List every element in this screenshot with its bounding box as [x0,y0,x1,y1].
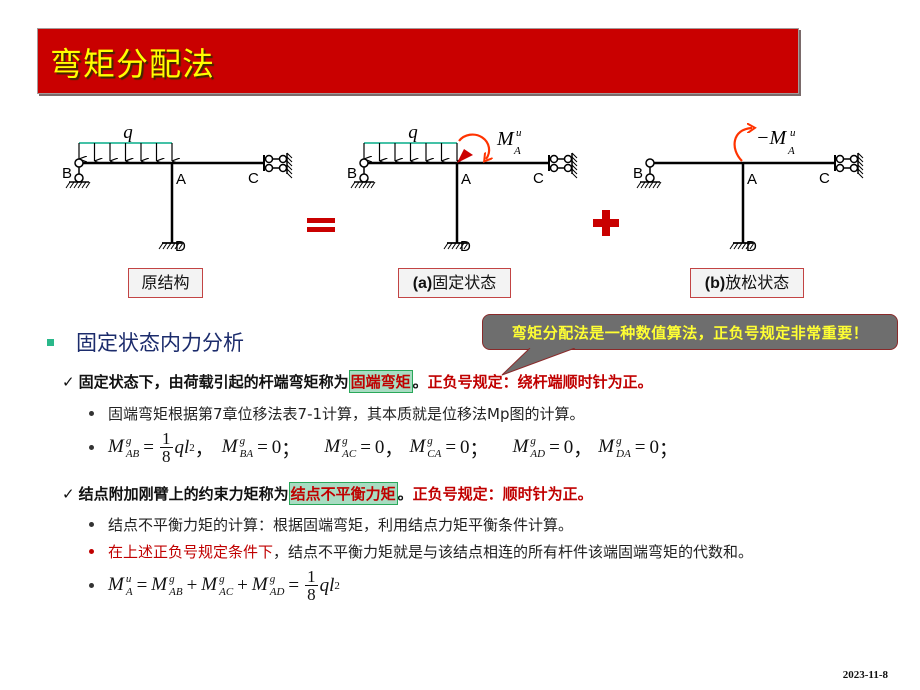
svg-text:A: A [747,171,757,188]
svg-text:D: D [746,238,757,255]
check-icon: ✓ [62,372,75,391]
title-banner: 弯矩分配法 [37,28,799,94]
structure-diagrams: q B A C D q B A C D M u A B A C D −M u A [62,122,865,255]
original-structure: q B A C D [62,122,294,255]
moment-arrow-icon [733,128,752,162]
caption-released-state: (b)放松状态 [690,268,804,298]
released-state-structure: B A C D −M u A [633,127,865,255]
node-a-label: A [176,171,186,188]
node-b-label: B [62,165,72,182]
check-icon: ✓ [62,484,75,503]
square-bullet-icon [47,338,54,346]
svg-text:B: B [347,165,357,182]
section-heading: 固定状态内力分析 [47,327,244,357]
fixed-state-structure: q B A C D M u A [347,122,579,255]
callout-tail-icon [501,348,576,376]
node-d-label: D [175,238,186,255]
bullet-icon [89,549,94,554]
callout-bubble: 弯矩分配法是一种数值算法，正负号规定非常重要！ [482,314,898,350]
item-unbalanced-moment: ✓ 结点附加刚臂上的约束力矩称为 结点不平衡力矩 。 正负号规定：顺时针为正。 [62,482,593,505]
bullet-icon [89,445,94,450]
sign-rule: 正负号规定：顺时针为正。 [412,485,593,503]
caption-fixed-state: (a)固定状态 [398,268,511,298]
svg-text:A: A [787,145,795,157]
svg-text:B: B [633,165,643,182]
svg-text:q: q [408,122,418,143]
highlight-unbalanced-moment: 结点不平衡力矩 [288,482,398,505]
load-q-label: q [123,122,133,143]
svg-text:u: u [516,127,522,139]
highlight-fixed-end-moment: 固端弯矩 [348,370,413,393]
svg-text:−M: −M [756,127,787,149]
callout-text: 弯矩分配法是一种数值算法，正负号规定非常重要！ [511,324,869,342]
caption-original: 原结构 [128,268,203,298]
sign-rule: 正负号规定：绕杆端顺时针为正。 [427,373,653,391]
sub-item-algebraic-sum: 在上述正负号规定条件下 ，结点不平衡力矩就是与该结点相连的所有杆件该端固端弯矩的… [89,541,753,562]
svg-text:A: A [513,145,521,157]
bullet-icon [89,411,94,416]
svg-text:M: M [496,128,515,150]
rigid-arm-icon [457,149,473,163]
node-c-label: C [248,170,259,187]
bullet-icon [89,583,94,588]
svg-text:C: C [533,170,544,187]
svg-text:C: C [819,170,830,187]
item-fixed-end-moment: ✓ 固定状态下，由荷载引起的杆端弯矩称为 固端弯矩 。 正负号规定：绕杆端顺时针… [62,370,653,393]
sub-item-fixed-end-calc: 固端弯矩根据第7章位移法表7-1计算，其本质就是位移法Mp图的计算。 [89,403,585,424]
svg-text:u: u [790,127,796,139]
slide-title: 弯矩分配法 [50,45,216,83]
svg-text:A: A [461,171,471,188]
footer-date: 2023-11-8 [842,669,888,681]
sub-item-unbalanced-calc: 结点不平衡力矩的计算：根据固端弯矩，利用结点力矩平衡条件计算。 [89,514,573,535]
moment-arrow-icon [458,133,489,159]
svg-text:D: D [460,238,471,255]
bullet-icon [89,522,94,527]
